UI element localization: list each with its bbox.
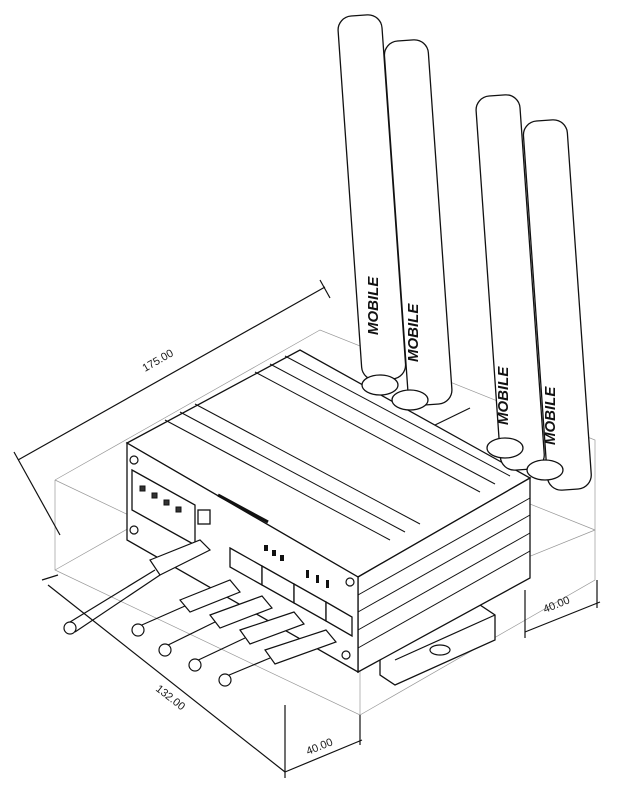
cables: [63, 539, 338, 687]
antenna-label: MOBILE: [542, 386, 559, 445]
dimension-height-bottom: 40.00: [284, 705, 363, 778]
screw-icon: [129, 455, 139, 465]
antenna-4: MOBILE: [522, 119, 592, 491]
antenna-label: MOBILE: [495, 366, 512, 425]
label-strip: [217, 493, 269, 524]
screw-icon: [341, 650, 351, 660]
screw-icon: [345, 577, 355, 587]
dimension-length-label: 175.00: [141, 347, 176, 374]
antenna-label: MOBILE: [365, 276, 382, 335]
antenna-2: MOBILE: [383, 39, 453, 411]
antenna-3: MOBILE: [475, 94, 545, 471]
dimension-width-label: 132.00: [153, 683, 187, 713]
sim-button: [197, 509, 211, 525]
ethernet-ports: [229, 546, 353, 638]
antenna-label: MOBILE: [405, 303, 422, 362]
screw-icon: [129, 525, 139, 535]
dimension-height-right-label: 40.00: [542, 594, 572, 615]
antenna-1: MOBILE: [337, 14, 407, 396]
router-body: [125, 349, 532, 674]
dimension-height-right: 40.00: [524, 580, 601, 638]
dimension-height-bottom-label: 40.00: [305, 736, 335, 757]
gps-stub: [434, 407, 471, 426]
